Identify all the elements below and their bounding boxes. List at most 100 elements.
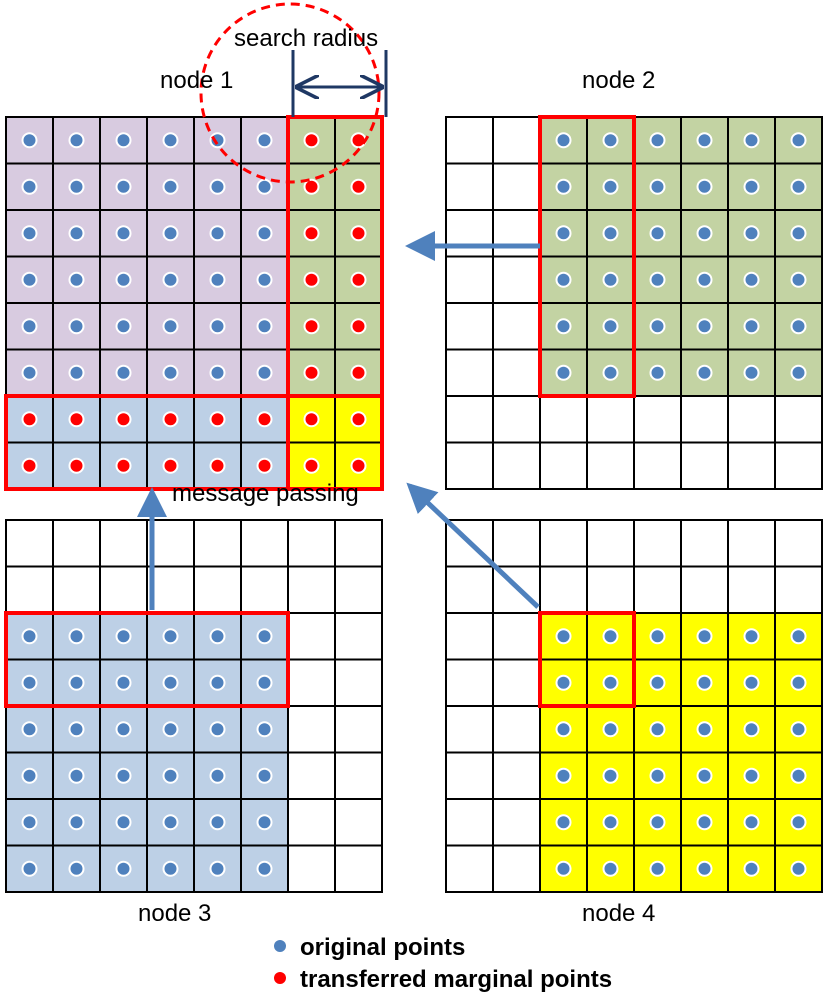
original-point	[790, 767, 807, 784]
grid-cell	[287, 658, 336, 707]
grid-cell	[633, 395, 682, 444]
marginal-point	[350, 271, 367, 288]
original-point	[696, 364, 713, 381]
original-point	[256, 767, 273, 784]
grid-cell	[99, 565, 148, 614]
grid-cell	[774, 395, 823, 444]
grid-cell	[492, 116, 541, 165]
grid-cell	[445, 395, 494, 444]
grid-cell	[99, 519, 148, 568]
node-3-label: node 3	[138, 900, 212, 927]
original-point	[115, 271, 132, 288]
grid-cell	[680, 519, 729, 568]
original-point	[696, 860, 713, 877]
original-point	[68, 674, 85, 691]
original-point	[68, 814, 85, 831]
original-point	[162, 225, 179, 242]
message-passing-label: message passing	[172, 480, 359, 507]
marginal-point	[303, 132, 320, 149]
original-point	[162, 814, 179, 831]
grid-cell	[539, 441, 588, 490]
grid-cell	[287, 705, 336, 754]
original-point	[602, 132, 619, 149]
grid-cell	[445, 798, 494, 847]
grid-cell	[727, 441, 776, 490]
original-point	[649, 132, 666, 149]
marginal-point	[209, 411, 226, 428]
original-point	[602, 767, 619, 784]
marginal-point	[350, 225, 367, 242]
marginal-point	[115, 457, 132, 474]
marginal-point	[350, 411, 367, 428]
original-point	[696, 628, 713, 645]
grid-cell	[334, 612, 383, 661]
original-point	[555, 132, 572, 149]
original-point	[115, 814, 132, 831]
node4-to-node1-arrow	[406, 482, 540, 609]
marginal-point	[115, 411, 132, 428]
original-point	[790, 721, 807, 738]
grid-cell	[52, 441, 101, 490]
original-point	[696, 767, 713, 784]
grid-cell	[445, 162, 494, 211]
original-point	[115, 767, 132, 784]
marginal-point	[303, 411, 320, 428]
grid-cell	[492, 519, 541, 568]
grid-cell	[727, 395, 776, 444]
original-point	[555, 814, 572, 831]
original-point	[209, 318, 226, 335]
original-point	[649, 628, 666, 645]
original-point	[743, 628, 760, 645]
original-point	[555, 721, 572, 738]
search-radius-label: search radius	[234, 25, 379, 52]
node3-transfer-highlight	[4, 611, 290, 708]
original-point	[68, 132, 85, 149]
original-point	[790, 674, 807, 691]
grid-cell	[586, 441, 635, 490]
original-point	[68, 860, 85, 877]
original-point	[21, 721, 38, 738]
original-point	[256, 674, 273, 691]
grid-cell	[334, 565, 383, 614]
grid-cell	[680, 565, 729, 614]
original-point	[743, 178, 760, 195]
marginal-point	[350, 457, 367, 474]
original-point	[209, 178, 226, 195]
grid-cell	[240, 519, 289, 568]
original-point	[209, 225, 226, 242]
original-point	[21, 767, 38, 784]
grid-cell	[334, 705, 383, 754]
marginal-point	[68, 457, 85, 474]
marginal-point	[350, 318, 367, 335]
grid-cell	[445, 441, 494, 490]
marginal-point	[256, 457, 273, 474]
original-point	[256, 860, 273, 877]
original-point	[209, 721, 226, 738]
original-point	[68, 767, 85, 784]
original-point	[555, 860, 572, 877]
marginal-point	[68, 411, 85, 428]
marginal-point	[303, 364, 320, 381]
original-point	[743, 364, 760, 381]
original-point	[696, 814, 713, 831]
original-point	[21, 225, 38, 242]
original-point	[162, 132, 179, 149]
original-point	[555, 628, 572, 645]
grid-cell	[492, 395, 541, 444]
original-point	[649, 364, 666, 381]
grid-cell	[287, 751, 336, 800]
original-point	[555, 178, 572, 195]
grid-cell	[680, 395, 729, 444]
marginal-point	[21, 411, 38, 428]
original-point	[555, 674, 572, 691]
node1-grid	[5, 116, 383, 490]
grid-cell	[492, 612, 541, 661]
original-point	[162, 628, 179, 645]
grid-cell	[52, 565, 101, 614]
original-point	[115, 364, 132, 381]
original-point	[162, 767, 179, 784]
original-point	[21, 674, 38, 691]
original-point	[790, 628, 807, 645]
grid-cell	[445, 116, 494, 165]
marginal-point	[350, 364, 367, 381]
